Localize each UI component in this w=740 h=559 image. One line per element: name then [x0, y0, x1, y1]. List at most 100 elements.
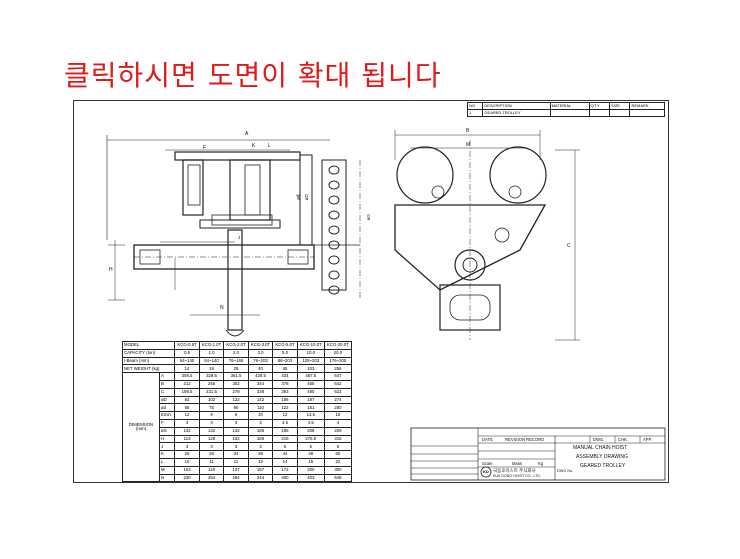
dim-A: A	[245, 131, 249, 137]
bom-cell: 1	[466, 109, 484, 117]
dimension-cell: 300	[323, 465, 353, 475]
dimension-cell: 22	[323, 457, 353, 467]
dimension-cell: 15	[296, 457, 325, 467]
dimension-row-label: B	[158, 379, 176, 389]
dimension-cell: 38	[247, 450, 274, 459]
dimension-cell: 187	[296, 395, 325, 405]
dimension-cell: 186	[247, 434, 274, 444]
dimension-cell: 4.5	[272, 418, 298, 428]
dimension-cell: 132	[174, 426, 200, 436]
dimension-row-label: L	[158, 457, 176, 467]
dimension-cell: 4.5	[296, 418, 325, 428]
dimension-cell: 5	[296, 442, 325, 452]
dimension-cell: 455	[296, 379, 325, 389]
dimension-cell: 40	[247, 364, 274, 374]
dimension-cell: 152	[223, 434, 249, 444]
page-banner[interactable]: 클릭하시면 도면이 확대 됩니다	[64, 59, 442, 92]
dimension-cell: 137	[223, 465, 249, 475]
dimension-cell: 5	[272, 442, 298, 452]
dimension-cell: 328.5	[198, 372, 225, 381]
dimension-cell: 118	[198, 465, 225, 475]
dimension-cell: 110	[247, 403, 274, 413]
dimension-cell: 11	[223, 457, 249, 467]
dimension-cell: 75	[198, 403, 225, 413]
dimension-cell: 128	[198, 434, 225, 444]
dimension-row-label: J	[158, 442, 176, 452]
dimension-cell: 102	[174, 465, 200, 475]
dim-L: L	[268, 143, 271, 149]
tb-dwg: DWG.	[593, 437, 605, 442]
dim-N: N	[220, 305, 224, 311]
dimension-cell: 88~203	[272, 356, 298, 366]
dimension-cell: 28	[198, 450, 225, 459]
dimension-row-label: C	[158, 387, 176, 397]
dimension-cell: 132	[198, 426, 225, 436]
dimension-cell: 378	[272, 379, 298, 389]
dimension-cell: KCG-5.0T	[272, 341, 298, 350]
dimension-cell: 14	[272, 457, 298, 467]
dimension-cell: KCG-0.5T	[174, 341, 200, 350]
dimension-cell: 83	[174, 395, 200, 405]
bom-cell: GEARED TROLLEY	[482, 109, 551, 117]
dimension-cell: 344	[247, 473, 274, 483]
dimension-row-label: ød	[158, 403, 176, 413]
dimension-cell: 393	[272, 387, 298, 397]
dim-J: J	[238, 235, 241, 240]
dimension-cell: 113	[174, 434, 200, 444]
dimension-cell: 185	[272, 426, 298, 436]
dimension-cell: 200	[323, 403, 353, 413]
drawing-sheet[interactable]	[73, 100, 669, 483]
dimension-cell: 3	[174, 418, 200, 428]
tb-scale: Scale	[482, 461, 493, 466]
dimension-cell: 151	[296, 403, 325, 413]
dimension-cell: 315	[323, 434, 353, 444]
dimension-cell: 19	[198, 364, 225, 374]
bom-header-cell: MATERIAL	[549, 102, 590, 110]
dimension-row-label: M	[158, 465, 176, 475]
dimension-cell: 20.0	[323, 348, 353, 358]
dimension-row-label: H	[158, 434, 176, 444]
dimension-cell: 10.0	[296, 348, 325, 358]
dimension-cell: 29	[223, 364, 249, 374]
dimension-cell: KCG-1.0T	[198, 341, 225, 350]
dim-od: ød	[295, 194, 301, 200]
dimension-cell: 198.5	[174, 387, 200, 397]
tb-date: DATE	[482, 437, 493, 442]
dimension-cell: 274	[323, 395, 353, 405]
bom-header-cell: REMARK	[629, 102, 665, 110]
dimension-cell: 3	[247, 418, 274, 428]
dimension-cell: 12	[272, 411, 298, 420]
tb-kg: Kg	[538, 461, 544, 466]
dimension-cell: 157	[247, 465, 274, 475]
company-name-kr: 극동호이스트 주식회사	[493, 468, 536, 473]
dimension-cell: 14	[174, 364, 200, 374]
dimension-cell: 548	[323, 473, 353, 483]
dim-oG: øG	[365, 214, 371, 221]
dimension-cell: 642	[323, 379, 353, 389]
dimension-cell: 0.5	[174, 348, 200, 358]
dimension-cell: 490	[296, 387, 325, 397]
dimension-cell: 6	[223, 411, 249, 420]
dim-M: M	[466, 142, 471, 148]
bom-cell	[549, 109, 590, 117]
dim-C: C	[567, 243, 571, 249]
dimension-cell: 185	[247, 426, 274, 436]
dimension-cell: 487.5	[296, 372, 325, 381]
tb-title-1: MANUAL CHAIN HOIST	[573, 445, 628, 451]
dimension-cell: 219	[272, 434, 298, 444]
tb-title-2: ASSEMBLY DRAWING	[576, 454, 628, 460]
bom-cell	[629, 109, 665, 117]
dimension-cell: 60	[323, 450, 353, 459]
dimension-row-label: I-Beam (mm)	[121, 356, 176, 366]
dimension-cell: 9	[198, 411, 225, 420]
dimension-cell: 44	[272, 450, 298, 459]
dimension-cell: 142	[247, 395, 274, 405]
dimension-cell: 10	[174, 457, 200, 467]
